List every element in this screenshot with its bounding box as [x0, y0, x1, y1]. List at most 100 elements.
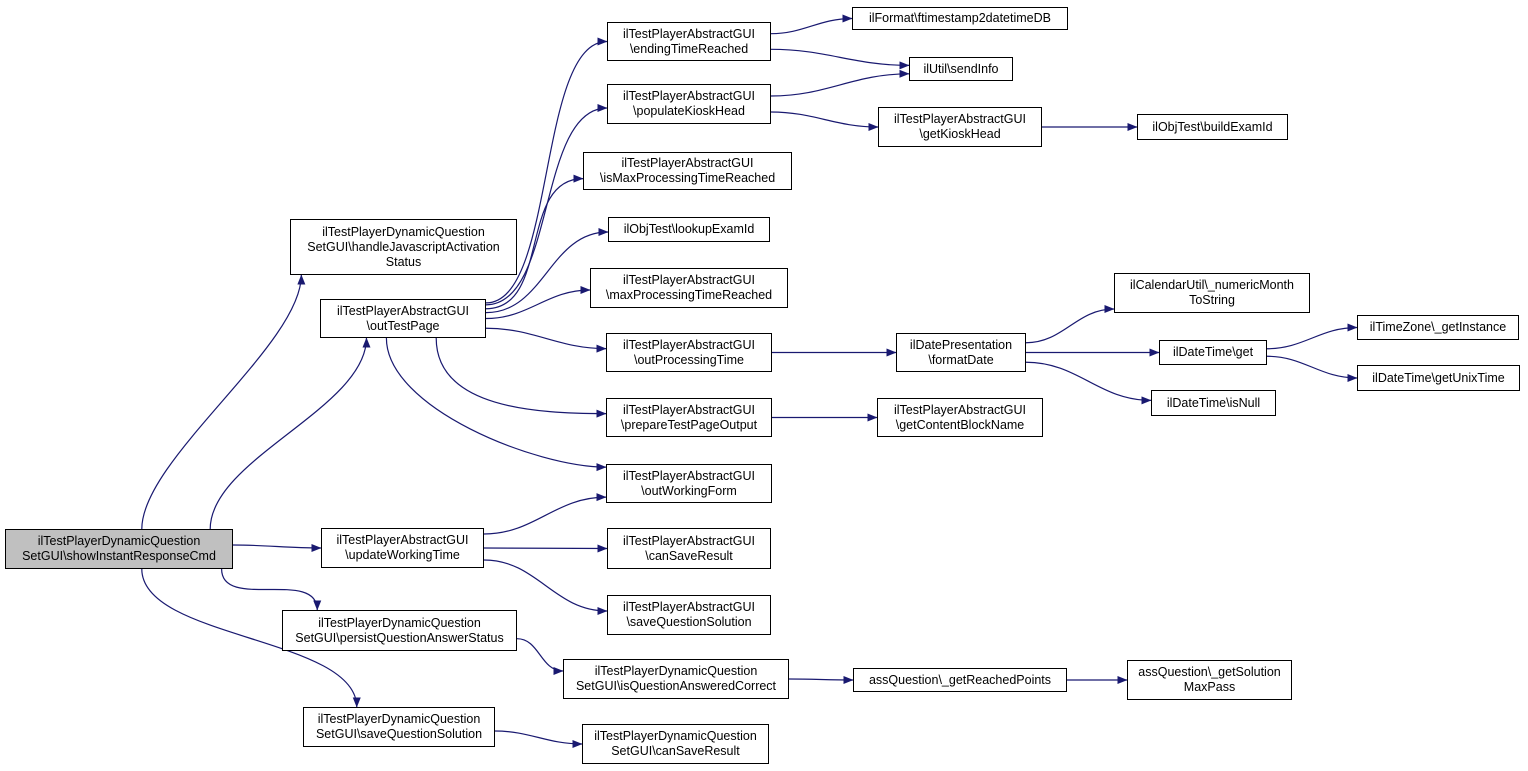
- edge-formatDate-to-numericMonthToString: [1025, 305, 1115, 344]
- edge-formatDate-to-isNull: [1025, 361, 1152, 405]
- node-maxProcessingTimeReached[interactable]: ilTestPlayerAbstractGUI\maxProcessingTim…: [590, 268, 788, 308]
- node-label-line: \outTestPage: [366, 318, 440, 333]
- edge-updateWorkingTime-to-saveQuestionSolutionAbs: [483, 559, 608, 615]
- node-label-line: ToString: [1189, 293, 1235, 307]
- node-label-line: \formatDate: [928, 352, 994, 367]
- node-label-line: \getKioskHead: [919, 127, 1001, 141]
- node-label-line: ilTestPlayerAbstractGUI: [623, 26, 755, 41]
- node-canSaveResultAbs[interactable]: ilTestPlayerAbstractGUI\canSaveResult: [607, 528, 771, 569]
- edge-outTestPage-to-outWorkingForm: [385, 337, 607, 472]
- node-endingTimeReached[interactable]: ilTestPlayerAbstractGUI\endingTimeReache…: [607, 22, 771, 61]
- node-getReachedPoints[interactable]: assQuestion\_getReachedPoints: [853, 668, 1067, 692]
- edge-outTestPage-to-prepareTestPageOutput: [435, 337, 607, 418]
- node-label-line: \populateKioskHead: [633, 104, 745, 118]
- node-label-line: SetGUI\handleJavascriptActivation: [307, 239, 500, 254]
- edge-updateWorkingTime-to-outWorkingForm: [483, 493, 607, 535]
- node-label-line: assQuestion\_getReachedPoints: [868, 672, 1052, 687]
- node-label-line: ilTestPlayerAbstractGUI: [623, 402, 755, 417]
- node-prepareTestPageOutput[interactable]: ilTestPlayerAbstractGUI\prepareTestPageO…: [606, 398, 772, 437]
- node-label-line: ilTestPlayerAbstractGUI: [623, 273, 755, 287]
- node-populateKioskHead[interactable]: ilTestPlayerAbstractGUI\populateKioskHea…: [607, 84, 771, 124]
- edge-showInstantResponseCmd-to-persistQuestionAnswerStatus: [221, 568, 322, 611]
- edge-outTestPage-to-isMaxProcessingTimeReached: [485, 174, 584, 310]
- edge-outTestPage-to-outProcessingTime: [485, 327, 607, 353]
- edge-dateTimeGet-to-getUnixTime: [1266, 355, 1358, 382]
- node-label-line: ilTestPlayerDynamicQuestion: [322, 224, 485, 239]
- edge-showInstantResponseCmd-to-updateWorkingTime: [232, 543, 322, 552]
- node-label-line: \maxProcessingTimeReached: [605, 288, 773, 302]
- node-label-line: \isMaxProcessingTimeReached: [599, 171, 776, 185]
- node-outWorkingForm[interactable]: ilTestPlayerAbstractGUI\outWorkingForm: [606, 464, 772, 503]
- node-getContentBlockName[interactable]: ilTestPlayerAbstractGUI\getContentBlockN…: [877, 398, 1043, 437]
- node-buildExamId[interactable]: ilObjTest\buildExamId: [1137, 114, 1288, 140]
- edge-endingTimeReached-to-sendInfo: [770, 48, 910, 70]
- node-label-line: ilTestPlayerDynamicQuestion: [318, 615, 481, 630]
- node-label-line: ilTestPlayerAbstractGUI: [623, 89, 755, 103]
- node-updateWorkingTime[interactable]: ilTestPlayerAbstractGUI\updateWorkingTim…: [321, 528, 484, 568]
- node-dateTimeGet[interactable]: ilDateTime\get: [1159, 340, 1267, 365]
- node-label-line: ilObjTest\lookupExamId: [623, 222, 755, 236]
- node-label-line: ilTestPlayerDynamicQuestion: [594, 664, 758, 678]
- edge-showInstantResponseCmd-to-handleJavascriptActivationStatus: [141, 274, 306, 530]
- node-label-line: SetGUI\saveQuestionSolution: [315, 727, 483, 741]
- edge-endingTimeReached-to-ftimestamp2datetimeDB: [770, 14, 853, 35]
- node-label-line: \outWorkingForm: [641, 483, 737, 498]
- node-label-line: ilDateTime\get: [1172, 345, 1254, 359]
- node-sendInfo[interactable]: ilUtil\sendInfo: [909, 57, 1013, 81]
- node-label-line: \endingTimeReached: [629, 41, 749, 56]
- node-label-line: \canSaveResult: [645, 548, 733, 563]
- edge-persistQuestionAnswerStatus-to-isQuestionAnsweredCorrect: [516, 638, 564, 675]
- node-label-line: ilObjTest\buildExamId: [1152, 119, 1273, 134]
- edge-updateWorkingTime-to-canSaveResultAbs: [483, 544, 608, 553]
- node-label-line: ilTestPlayerAbstractGUI: [894, 112, 1026, 126]
- node-label-line: ilDateTime\getUnixTime: [1372, 370, 1505, 385]
- node-label-line: MaxPass: [1183, 680, 1236, 694]
- node-label-line: ilTestPlayerDynamicQuestion: [317, 712, 481, 726]
- node-label-line: ilTestPlayerAbstractGUI: [336, 533, 469, 547]
- node-label-line: ilTestPlayerAbstractGUI: [623, 468, 755, 483]
- node-label-line: SetGUI\canSaveResult: [611, 744, 740, 758]
- node-getUnixTime[interactable]: ilDateTime\getUnixTime: [1357, 365, 1520, 391]
- node-label-line: \prepareTestPageOutput: [620, 417, 758, 432]
- node-label-line: ilTestPlayerAbstractGUI: [623, 533, 755, 548]
- node-label-line: SetGUI\isQuestionAnsweredCorrect: [575, 679, 777, 693]
- node-outProcessingTime[interactable]: ilTestPlayerAbstractGUI\outProcessingTim…: [606, 333, 772, 372]
- node-label-line: ilTestPlayerAbstractGUI: [621, 156, 754, 170]
- node-formatDate[interactable]: ilDatePresentation\formatDate: [896, 333, 1026, 372]
- edge-outTestPage-to-lookupExamId: [485, 228, 609, 314]
- node-label-line: \saveQuestionSolution: [626, 615, 752, 629]
- node-label-line: assQuestion\_getSolution: [1138, 665, 1281, 679]
- node-label-line: ilDatePresentation: [909, 337, 1013, 352]
- edge-saveQuestionSolutionDyn-to-canSaveResultDyn: [494, 730, 583, 748]
- node-getInstance[interactable]: ilTimeZone\_getInstance: [1357, 315, 1519, 340]
- node-label-line: ilTestPlayerAbstractGUI: [894, 402, 1026, 417]
- node-ftimestamp2datetimeDB[interactable]: ilFormat\ftimestamp2datetimeDB: [852, 7, 1068, 30]
- node-getKioskHead[interactable]: ilTestPlayerAbstractGUI\getKioskHead: [878, 107, 1042, 147]
- node-label-line: ilUtil\sendInfo: [923, 61, 999, 76]
- node-lookupExamId[interactable]: ilObjTest\lookupExamId: [608, 217, 770, 242]
- edge-outTestPage-to-endingTimeReached: [485, 37, 608, 304]
- node-saveQuestionSolutionAbs[interactable]: ilTestPlayerAbstractGUI\saveQuestionSolu…: [607, 595, 771, 635]
- node-label-line: \updateWorkingTime: [345, 548, 460, 562]
- edge-showInstantResponseCmd-to-outTestPage: [209, 337, 371, 530]
- node-label-line: ilCalendarUtil\_numericMonth: [1130, 278, 1294, 292]
- node-label-line: SetGUI\persistQuestionAnswerStatus: [295, 630, 504, 645]
- node-label-line: ilTestPlayerAbstractGUI: [623, 337, 755, 352]
- node-label-line: \outProcessingTime: [634, 352, 744, 367]
- node-label-line: ilTestPlayerAbstractGUI: [337, 303, 469, 318]
- node-label-line: ilDateTime\isNull: [1166, 395, 1261, 410]
- node-outTestPage[interactable]: ilTestPlayerAbstractGUI\outTestPage: [320, 299, 486, 338]
- node-isNull[interactable]: ilDateTime\isNull: [1151, 390, 1276, 416]
- edge-outTestPage-to-maxProcessingTimeReached: [485, 286, 591, 320]
- node-isMaxProcessingTimeReached[interactable]: ilTestPlayerAbstractGUI\isMaxProcessingT…: [583, 152, 792, 190]
- node-label-line: ilFormat\ftimestamp2datetimeDB: [868, 11, 1051, 25]
